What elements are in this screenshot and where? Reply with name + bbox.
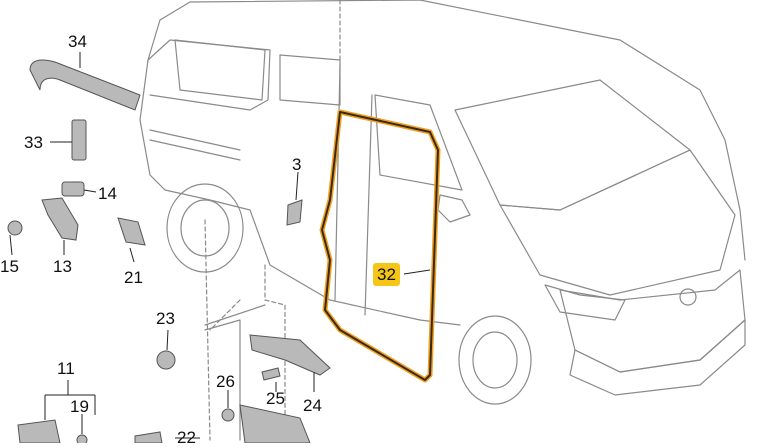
guide-lines-2 bbox=[204, 304, 266, 441]
van-front-bumper bbox=[569, 319, 746, 396]
callout-13: 13 bbox=[53, 257, 72, 276]
leader-23 bbox=[166, 329, 169, 351]
callout-26: 26 bbox=[216, 372, 235, 391]
part-13-bracket bbox=[41, 197, 79, 241]
van-rear-pillar bbox=[147, 39, 271, 111]
callout-11: 11 bbox=[57, 359, 75, 378]
callout-34: 34 bbox=[68, 32, 87, 51]
brand-logo bbox=[679, 288, 697, 306]
part-15-bolt bbox=[7, 220, 23, 236]
van-front-door-window bbox=[374, 94, 463, 191]
van-windshield bbox=[454, 79, 691, 211]
part-19-clip bbox=[76, 434, 88, 446]
van-side-window bbox=[174, 39, 266, 101]
van-door-line bbox=[334, 64, 373, 316]
part-22-rail bbox=[239, 404, 311, 444]
part-26-screw bbox=[221, 408, 235, 422]
part-23-grommet bbox=[156, 350, 176, 370]
part-34-rail bbox=[29, 59, 141, 111]
callout-19: 19 bbox=[70, 397, 89, 416]
callout-21: 21 bbox=[124, 268, 143, 287]
van-mirror bbox=[437, 194, 471, 223]
leader-21 bbox=[129, 247, 135, 263]
callout-33: 33 bbox=[24, 133, 43, 152]
part-33-bracket bbox=[71, 119, 87, 161]
callout-24: 24 bbox=[303, 396, 322, 415]
van-sliding-rail bbox=[149, 129, 241, 161]
part-14-bushing bbox=[61, 181, 85, 197]
guide-lines bbox=[204, 0, 341, 441]
front-wheel bbox=[458, 315, 532, 405]
part-25-screw bbox=[261, 367, 281, 381]
leader-32 bbox=[403, 269, 431, 275]
callout-15: 15 bbox=[0, 257, 19, 276]
callout-32: 32 bbox=[373, 263, 400, 286]
part-3-clip bbox=[286, 199, 303, 226]
part-21-plate bbox=[117, 217, 146, 246]
leader-14 bbox=[83, 189, 97, 193]
callout-25: 25 bbox=[266, 389, 285, 408]
leader-11 bbox=[44, 380, 96, 420]
callout-23: 23 bbox=[156, 309, 175, 328]
rear-wheel-rim bbox=[180, 199, 230, 257]
van-hood bbox=[499, 149, 736, 296]
leader-3 bbox=[295, 171, 299, 201]
rear-wheel bbox=[166, 183, 244, 273]
callout-3: 3 bbox=[292, 155, 302, 174]
part-22-clip bbox=[134, 431, 163, 444]
part-24-hinge bbox=[249, 334, 331, 376]
van-roof bbox=[159, 0, 746, 261]
door-seal-32-inner bbox=[321, 111, 439, 381]
callout-22: 22 bbox=[177, 428, 196, 447]
callout-14: 14 bbox=[98, 184, 117, 203]
door-seal-32 bbox=[319, 109, 441, 383]
van-headlight bbox=[544, 284, 626, 321]
part-11-rail bbox=[17, 419, 61, 444]
van-middle-window bbox=[279, 54, 341, 106]
front-wheel-rim bbox=[472, 331, 518, 389]
leader-15 bbox=[9, 234, 13, 256]
